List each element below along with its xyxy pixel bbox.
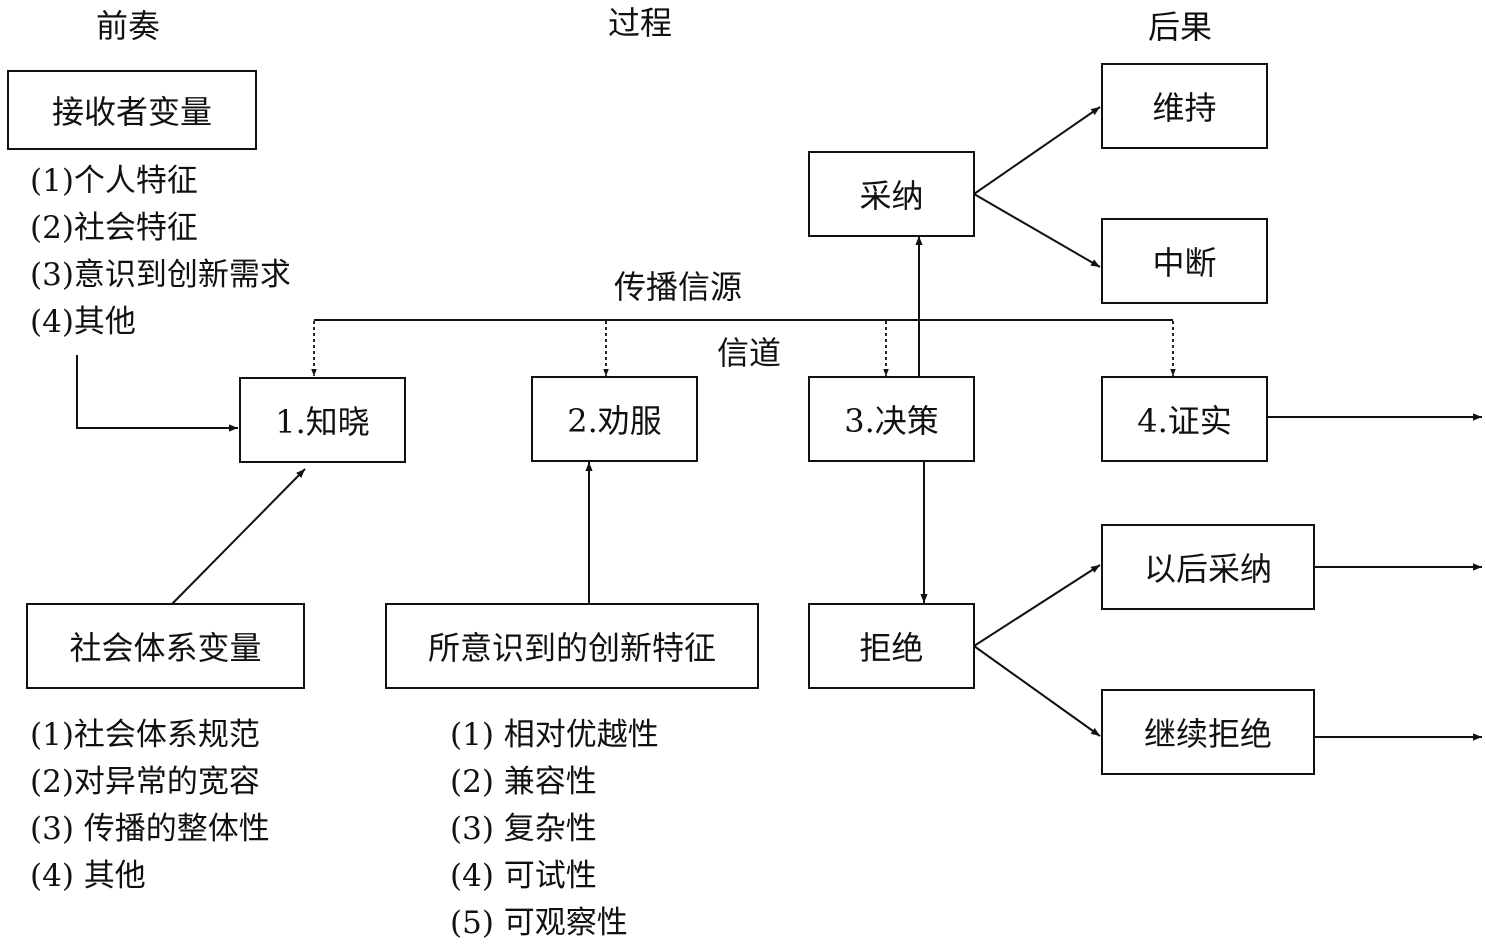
header-process: 过程 [608, 4, 673, 42]
arrow-rejection-to-continued [973, 645, 1101, 737]
arrow-receiver-to-knowledge [76, 355, 238, 432]
innovation-characteristics-title: 所意识到的创新特征 [427, 629, 716, 667]
stage-confirmation-box: 4.证实 [1101, 376, 1268, 462]
innovation-characteristics-list: (1) 相对优越性 (2) 兼容性 (3) 复杂性 (4) 可试性 (5) 可观… [450, 712, 659, 947]
innovation-item: (1) 相对优越性 [450, 717, 659, 753]
header-consequences: 后果 [1148, 8, 1213, 46]
receiver-variables-box: 接收者变量 [7, 70, 257, 150]
receiver-variables-list: (1)个人特征 (2)社会特征 (3)意识到创新需求 (4)其他 [30, 158, 291, 346]
continued-adoption-box: 维持 [1101, 63, 1268, 149]
innovation-item: (5) 可观察性 [450, 905, 628, 941]
social-system-item: (1)社会体系规范 [30, 717, 260, 753]
discontinuance-box: 中断 [1101, 218, 1268, 304]
stage-persuasion-label: 2.劝服 [567, 402, 662, 440]
social-system-item: (3) 传播的整体性 [30, 811, 270, 847]
innovation-item: (2) 兼容性 [450, 764, 597, 800]
stage-knowledge-box: 1.知晓 [239, 377, 406, 463]
arrow-social-to-knowledge [171, 468, 306, 605]
stage-decision-box: 3.决策 [808, 376, 975, 462]
rejection-box: 拒绝 [808, 603, 975, 689]
receiver-item: (1)个人特征 [30, 163, 198, 199]
receiver-item: (3)意识到创新需求 [30, 257, 291, 293]
continued-adoption-label: 维持 [1152, 89, 1217, 127]
receiver-item: (2)社会特征 [30, 210, 198, 246]
arrow-rejection-to-later [973, 564, 1101, 647]
continued-rejection-label: 继续拒绝 [1143, 715, 1272, 753]
stage-decision-label: 3.决策 [844, 402, 939, 440]
social-system-item: (4) 其他 [30, 858, 146, 894]
receiver-variables-title: 接收者变量 [51, 93, 212, 131]
receiver-item: (4)其他 [30, 304, 136, 340]
stage-knowledge-label: 1.知晓 [275, 403, 370, 441]
social-system-item: (2)对异常的宽容 [30, 764, 260, 800]
later-adoption-label: 以后采纳 [1143, 550, 1272, 588]
innovation-item: (3) 复杂性 [450, 811, 597, 847]
arrow-adoption-to-continued [973, 106, 1101, 195]
innovation-item: (4) 可试性 [450, 858, 597, 894]
arrow-adoption-to-discontinued [973, 193, 1101, 268]
innovation-characteristics-box: 所意识到的创新特征 [385, 603, 759, 689]
social-system-title: 社会体系变量 [69, 629, 262, 667]
social-system-box: 社会体系变量 [26, 603, 305, 689]
header-antecedents: 前奏 [96, 7, 161, 45]
stage-confirmation-label: 4.证实 [1137, 402, 1232, 440]
social-system-list: (1)社会体系规范 (2)对异常的宽容 (3) 传播的整体性 (4) 其他 [30, 712, 270, 900]
rejection-label: 拒绝 [859, 629, 924, 667]
adoption-box: 采纳 [808, 151, 975, 237]
continued-rejection-box: 继续拒绝 [1101, 689, 1315, 775]
discontinuance-label: 中断 [1152, 244, 1217, 282]
stage-persuasion-box: 2.劝服 [531, 376, 698, 462]
adoption-label: 采纳 [859, 177, 924, 215]
channel-source-label: 传播信源 [614, 268, 743, 306]
channel-label: 信道 [717, 334, 782, 372]
later-adoption-box: 以后采纳 [1101, 524, 1315, 610]
